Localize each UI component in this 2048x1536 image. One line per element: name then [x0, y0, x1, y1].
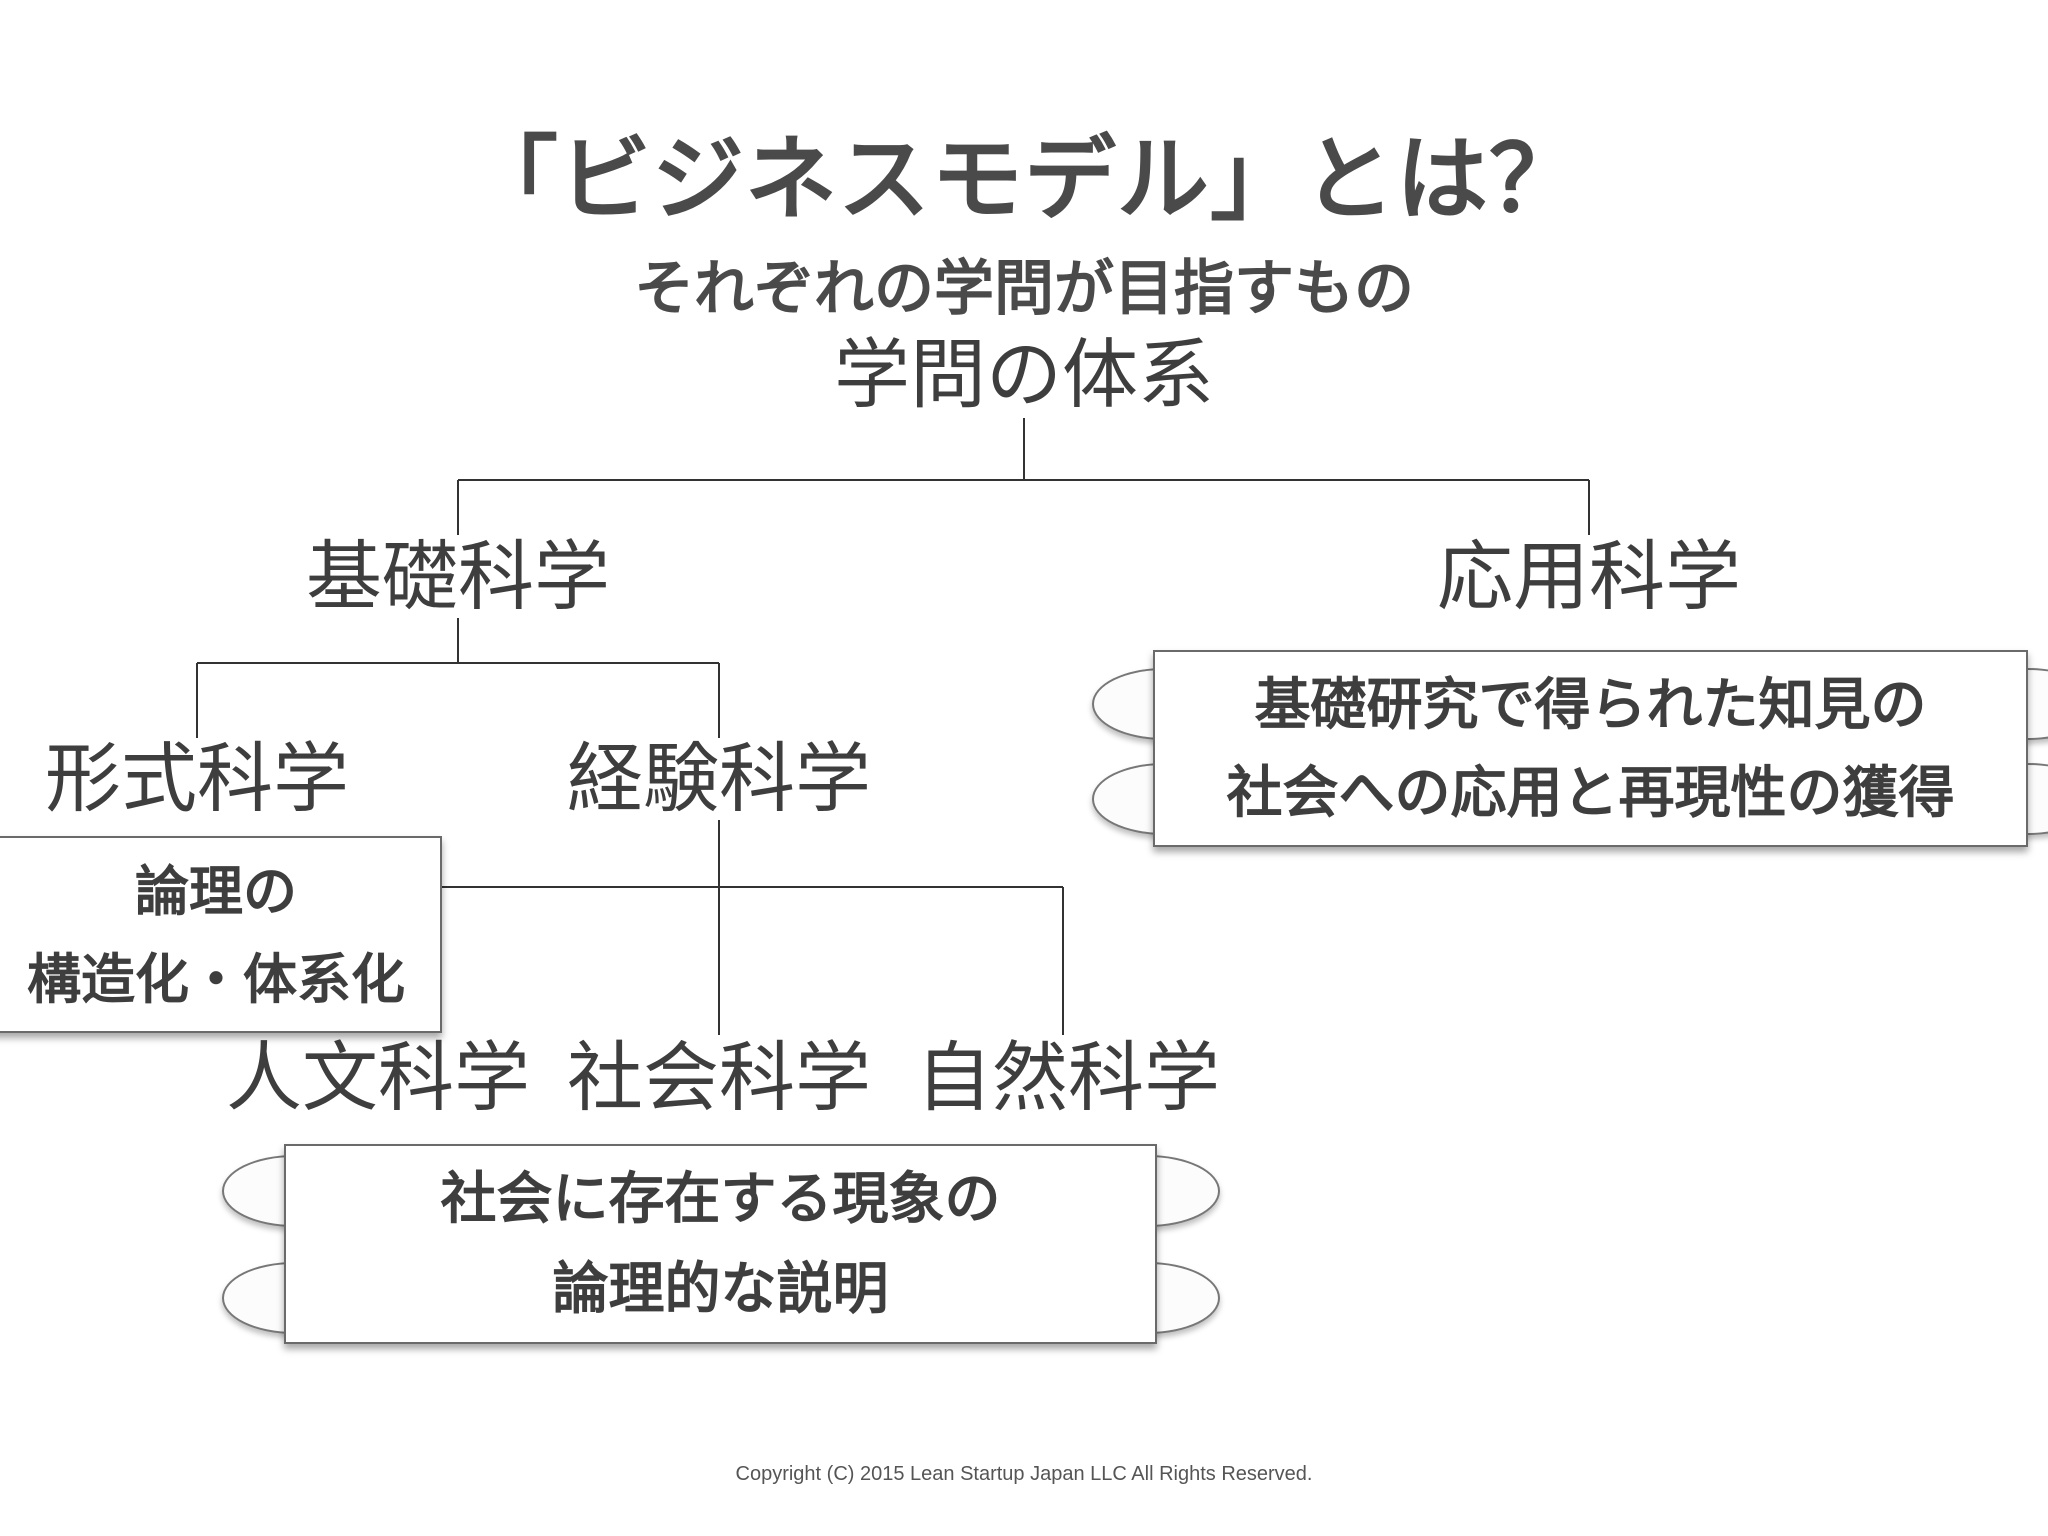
slide-subtitle: それぞれの学問が目指すもの: [634, 254, 1414, 324]
node-applied-science: 応用科学: [1437, 532, 1741, 621]
callout-formal-line1: 論理の: [135, 858, 297, 923]
callout-applied-science: 基礎研究で得られた知見の 社会への応用と再現性の獲得: [1153, 650, 2028, 847]
callout-formal-line2: 構造化・体系化: [27, 946, 405, 1011]
callout-social-line1: 社会に存在する現象の: [440, 1166, 1001, 1232]
node-basic-science: 基礎科学: [306, 532, 610, 621]
node-empirical-science: 経験科学: [567, 734, 871, 823]
copyright-footer: Copyright (C) 2015 Lean Startup Japan LL…: [735, 1463, 1313, 1485]
callout-social-line2: 論理的な説明: [552, 1256, 889, 1322]
callout-applied-line2: 社会への応用と再現性の獲得: [1226, 759, 1955, 826]
node-formal-science: 形式科学: [45, 734, 349, 823]
callout-social-science: 社会に存在する現象の 論理的な説明: [284, 1144, 1157, 1344]
callout-formal-science: 論理の 構造化・体系化: [0, 836, 442, 1033]
node-humanities: 人文科学: [226, 1033, 530, 1122]
callout-applied-line1: 基礎研究で得られた知見の: [1254, 671, 1927, 738]
slide-title: 「ビジネスモデル」とは？: [465, 126, 1582, 233]
node-social-science: 社会科学: [567, 1033, 871, 1122]
node-natural-science: 自然科学: [916, 1033, 1220, 1122]
node-root: 学問の体系: [834, 330, 1214, 419]
